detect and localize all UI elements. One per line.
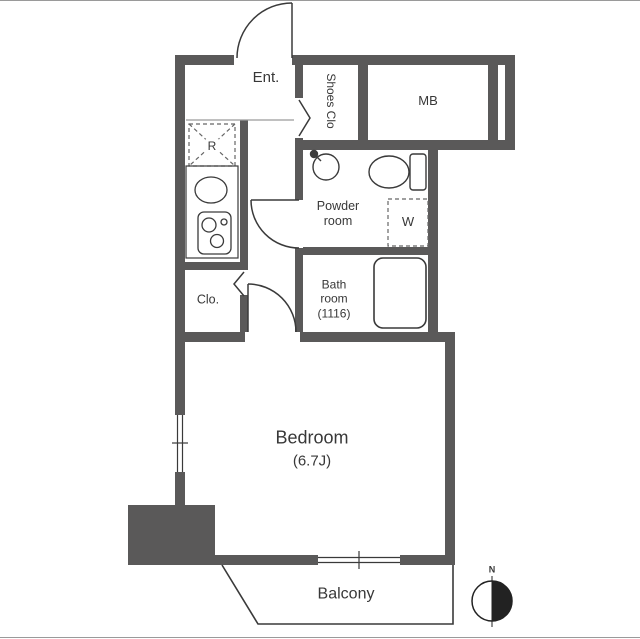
bath-room-label: Bath room (1116) <box>317 277 351 321</box>
powder-room-label: Powder room <box>316 199 360 228</box>
wall-kitchen-hall <box>240 120 248 262</box>
wall-closet-right <box>240 295 248 332</box>
wall-left-upper <box>175 55 185 415</box>
wall-mb-right <box>488 65 498 150</box>
bedroom-label: Bedroom (6.7J) <box>275 428 348 471</box>
washbasin-icon <box>309 149 340 181</box>
kitchen-sink-icon <box>194 176 228 204</box>
wall-bedroom-bottom-right <box>400 555 455 565</box>
entrance-label: Ent. <box>252 69 280 86</box>
kitchen-counter-icon <box>185 165 239 259</box>
wall-bedroom-top-right <box>300 332 455 342</box>
image-border-top <box>0 0 640 1</box>
image-border-bottom <box>0 637 640 638</box>
wall-right-top <box>505 55 515 150</box>
wall-bedroom-right <box>445 332 455 565</box>
entrance-door-arc-icon <box>236 2 293 59</box>
closet-label: Clo. <box>196 292 220 307</box>
refrigerator-label: R <box>205 138 219 154</box>
washer-label: W <box>401 214 415 230</box>
wall-bath-right <box>428 150 438 332</box>
wall-closet-top <box>175 262 248 270</box>
window-left-icon <box>172 415 188 472</box>
wall-left-lower <box>175 472 185 510</box>
balcony-outline <box>221 564 454 625</box>
bathtub-icon <box>373 257 427 329</box>
closet-door-icon <box>233 271 245 297</box>
wall-powder-bath <box>303 247 428 255</box>
wall-top-block-bottom <box>296 140 515 150</box>
wall-bedroom-bottom-left <box>215 555 318 565</box>
toilet-icon <box>368 153 427 191</box>
bedroom-door-arc-icon <box>247 283 297 333</box>
shoes-closet-door-icon <box>298 99 311 137</box>
compass-icon <box>471 576 513 627</box>
wall-hall-right-lower <box>295 248 303 332</box>
bedroom-size: (6.7J) <box>292 452 332 470</box>
meter-box-label: MB <box>418 93 438 109</box>
powder-room-door-arc-icon <box>250 199 300 249</box>
wall-bedroom-top-left <box>175 332 245 342</box>
compass-north-label: N <box>488 564 496 575</box>
wall-top-right <box>292 55 515 65</box>
stove-icon <box>197 211 232 255</box>
pillar-block <box>128 505 215 565</box>
window-bottom-icon <box>318 551 400 569</box>
wall-hall-right-mid <box>295 138 303 200</box>
bedroom-name: Bedroom <box>275 427 349 448</box>
wall-hall-right-upper <box>295 65 303 98</box>
wall-shoes-mb <box>358 65 368 140</box>
washer-space-icon <box>387 198 429 247</box>
wall-top-left <box>175 55 234 65</box>
balcony-label: Balcony <box>317 585 375 603</box>
shoes-closet-label: Shoes Clo <box>324 73 339 129</box>
